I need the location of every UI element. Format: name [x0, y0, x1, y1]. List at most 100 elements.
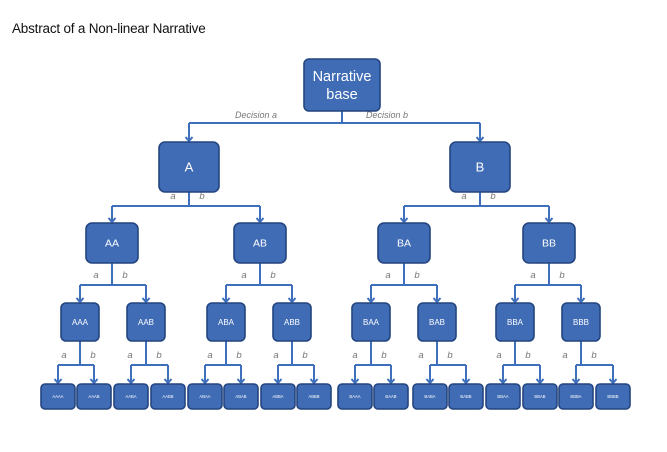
- node-box: [60, 302, 100, 342]
- node-box: [85, 222, 139, 264]
- node-bbab: BBAB: [522, 383, 558, 410]
- node-box: [150, 383, 186, 410]
- node-box: [412, 383, 448, 410]
- node-label: AAB: [138, 318, 154, 327]
- node-box: [561, 302, 601, 342]
- node-label: BBAA: [497, 394, 508, 399]
- decision-label-right: Decision b: [366, 110, 408, 120]
- arrowhead: [287, 297, 297, 304]
- node-baba: BABA: [412, 383, 448, 410]
- node-label: AB: [253, 238, 267, 250]
- node-label: Narrative: [313, 69, 372, 85]
- node-label: AAAB: [88, 394, 99, 399]
- decision-label-left: a: [418, 350, 423, 361]
- arrowhead: [425, 378, 435, 385]
- node-box: [187, 383, 223, 410]
- arrowhead: [432, 297, 442, 304]
- decision-label-left: a: [530, 270, 535, 281]
- node-box: [113, 383, 149, 410]
- decision-label-left: Decision a: [235, 110, 277, 120]
- arrowhead: [309, 378, 319, 385]
- node-box: [223, 383, 259, 410]
- node-aabb: AABB: [150, 383, 186, 410]
- node-box: [303, 58, 381, 112]
- node-label: A: [185, 160, 194, 175]
- node-box: [126, 302, 166, 342]
- arrowhead: [75, 297, 85, 304]
- node-box: [522, 383, 558, 410]
- node-label: BBBA: [570, 394, 581, 399]
- node-box: [233, 222, 287, 264]
- node-aaba: AABA: [113, 383, 149, 410]
- decision-label-left: a: [93, 270, 98, 281]
- node-label: AA: [105, 238, 119, 250]
- arrowhead: [576, 297, 586, 304]
- node-label: BBAB: [534, 394, 545, 399]
- node-label: base: [326, 87, 357, 103]
- node-b: B: [449, 141, 511, 193]
- decision-label-right: b: [591, 350, 596, 361]
- node-box: [76, 383, 112, 410]
- decision-label-right: b: [490, 191, 495, 202]
- decision-label-right: b: [302, 350, 307, 361]
- node-aaaa: AAAA: [40, 383, 76, 410]
- node-label: ABB: [284, 318, 300, 327]
- node-label: BABB: [460, 394, 471, 399]
- node-bbba: BBBA: [558, 383, 594, 410]
- node-aaab: AAAB: [76, 383, 112, 410]
- node-label: BBBB: [607, 394, 618, 399]
- arrowhead: [461, 378, 471, 385]
- decision-label-left: a: [562, 350, 567, 361]
- decision-label-right: b: [447, 350, 452, 361]
- arrowhead: [350, 378, 360, 385]
- node-box: [272, 302, 312, 342]
- node-box: [351, 302, 391, 342]
- node-label: ABAB: [235, 394, 246, 399]
- arrowhead: [236, 378, 246, 385]
- node-abbb: ABBB: [296, 383, 332, 410]
- node-baaa: BAAA: [337, 383, 373, 410]
- node-box: [448, 383, 484, 410]
- node-aab: AAB: [126, 302, 166, 342]
- node-label: ABBB: [308, 394, 319, 399]
- decision-label-left: a: [385, 270, 390, 281]
- decision-label-right: b: [122, 270, 127, 281]
- node-abba: ABBA: [260, 383, 296, 410]
- arrowhead: [126, 378, 136, 385]
- arrowhead: [200, 378, 210, 385]
- node-box: [495, 302, 535, 342]
- node-label: BBB: [573, 318, 589, 327]
- node-abaa: ABAA: [187, 383, 223, 410]
- decision-label-left: a: [352, 350, 357, 361]
- node-label: BAA: [363, 318, 380, 327]
- node-box: [260, 383, 296, 410]
- arrowhead: [255, 217, 265, 224]
- node-box: [377, 222, 431, 264]
- decision-label-left: a: [496, 350, 501, 361]
- decision-label-left: a: [461, 191, 466, 202]
- node-label: BB: [542, 238, 556, 250]
- node-bbaa: BBAA: [485, 383, 521, 410]
- node-box: [522, 222, 576, 264]
- node-label: ABAA: [199, 394, 210, 399]
- decision-label-left: a: [241, 270, 246, 281]
- connector-layer: [53, 111, 618, 385]
- decision-label-left: a: [207, 350, 212, 361]
- arrowhead: [386, 378, 396, 385]
- node-label: BABA: [424, 394, 435, 399]
- node-box: [373, 383, 409, 410]
- node-label: BAB: [429, 318, 445, 327]
- arrowhead: [53, 378, 63, 385]
- decision-label-left: a: [127, 350, 132, 361]
- arrowhead: [535, 378, 545, 385]
- node-box: [485, 383, 521, 410]
- node-box: [558, 383, 594, 410]
- node-narrative-base: Narrative base: [303, 58, 381, 112]
- decision-label-right: b: [156, 350, 161, 361]
- node-box: [337, 383, 373, 410]
- node-box: [40, 383, 76, 410]
- node-label: ABA: [218, 318, 235, 327]
- decision-label-left: a: [170, 191, 175, 202]
